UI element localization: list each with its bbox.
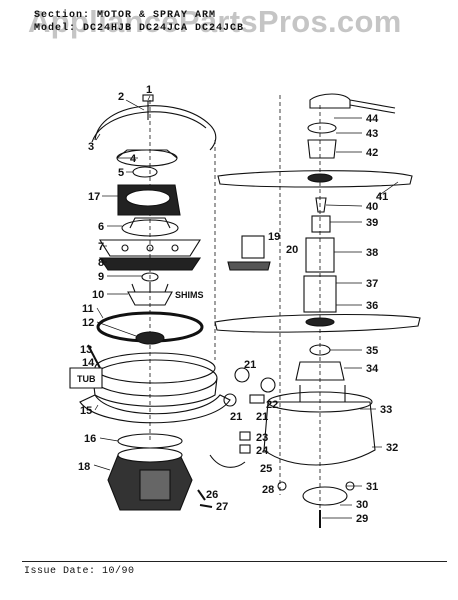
part-21-clip-a bbox=[234, 367, 250, 383]
label-43: 43 bbox=[366, 128, 378, 140]
model-line: Model: DC24HJB DC24JCA DC24JCB bbox=[34, 23, 245, 34]
part-6-hub bbox=[121, 219, 179, 237]
label-11: 11 bbox=[82, 303, 94, 315]
part-14-housing bbox=[94, 352, 216, 384]
label-36: 36 bbox=[366, 300, 378, 312]
part-36-lower-arm bbox=[214, 313, 421, 333]
part-37-tube bbox=[303, 275, 337, 313]
label-8: 8 bbox=[98, 257, 104, 269]
part-21-clip-b bbox=[260, 377, 276, 393]
part-20-pad bbox=[227, 261, 271, 271]
issue-date: Issue Date: 10/90 bbox=[24, 566, 135, 577]
label-33: 33 bbox=[380, 404, 392, 416]
label-2: 2 bbox=[118, 91, 124, 103]
label-23: 23 bbox=[256, 432, 268, 444]
part-34-housing bbox=[295, 361, 345, 381]
label-18: 18 bbox=[78, 461, 90, 473]
label-39: 39 bbox=[366, 217, 378, 229]
label-10: 10 bbox=[92, 289, 104, 301]
label-34: 34 bbox=[366, 363, 379, 375]
label-12: 12 bbox=[82, 317, 94, 329]
part-40-nozzle bbox=[315, 197, 327, 213]
part-19-block bbox=[241, 235, 265, 259]
label-14: 14 bbox=[82, 357, 95, 369]
label-6: 6 bbox=[98, 221, 104, 233]
label-26: 26 bbox=[206, 489, 218, 501]
label-27: 27 bbox=[216, 501, 228, 513]
tub-callout: TUB bbox=[77, 374, 96, 384]
label-35: 35 bbox=[366, 345, 378, 357]
label-13: 13 bbox=[80, 344, 92, 356]
part-9-seal bbox=[141, 272, 159, 282]
label-42: 42 bbox=[366, 147, 378, 159]
part-8-gasket bbox=[98, 257, 202, 271]
part-39-tube bbox=[311, 215, 331, 233]
label-1: 1 bbox=[146, 84, 152, 96]
part-21-clip-c bbox=[223, 393, 237, 407]
part-25-wire bbox=[209, 454, 246, 468]
part-41-upper-arm bbox=[217, 170, 413, 188]
label-28: 28 bbox=[262, 484, 274, 496]
label-44: 44 bbox=[366, 113, 379, 125]
part-28-foot bbox=[277, 481, 287, 491]
part-42-nut bbox=[307, 139, 337, 159]
label-7: 7 bbox=[98, 241, 104, 253]
label-38: 38 bbox=[366, 247, 378, 259]
part-7-plate bbox=[99, 239, 201, 257]
label-30: 30 bbox=[356, 499, 368, 511]
label-37: 37 bbox=[366, 278, 378, 290]
part-23-nut bbox=[239, 431, 251, 441]
label-21c: 21 bbox=[256, 411, 268, 423]
label-40: 40 bbox=[366, 201, 378, 213]
label-17: 17 bbox=[88, 191, 100, 203]
label-21a: 21 bbox=[244, 359, 256, 371]
label-9: 9 bbox=[98, 271, 104, 283]
label-22: 22 bbox=[266, 399, 278, 411]
part-44-fitting bbox=[309, 93, 351, 109]
part-27-screw bbox=[199, 504, 213, 508]
label-21b: 21 bbox=[230, 411, 242, 423]
label-3: 3 bbox=[88, 141, 94, 153]
label-15: 15 bbox=[80, 405, 92, 417]
label-32: 32 bbox=[386, 442, 398, 454]
label-20: 20 bbox=[286, 244, 298, 256]
watermark: AppliancePartsPros.com bbox=[28, 4, 402, 39]
part-13-screw bbox=[87, 344, 101, 369]
label-19: 19 bbox=[268, 231, 280, 243]
section-title: Section: MOTOR & SPRAY ARM bbox=[34, 10, 217, 21]
part-22-clip bbox=[249, 394, 265, 404]
footer-divider bbox=[22, 561, 447, 562]
label-31: 31 bbox=[366, 481, 378, 493]
part-5-gear bbox=[132, 166, 158, 178]
label-29: 29 bbox=[356, 513, 368, 525]
part-12-boot bbox=[135, 331, 165, 345]
part-43-ring bbox=[307, 122, 337, 134]
part-32-pump-body bbox=[263, 401, 376, 466]
part-26-screw bbox=[197, 489, 206, 501]
part-38-tube bbox=[305, 237, 335, 273]
harness-wire bbox=[94, 105, 217, 151]
label-4: 4 bbox=[130, 153, 137, 165]
label-24: 24 bbox=[256, 445, 269, 457]
shims-callout: SHIMS bbox=[175, 290, 204, 300]
part-30-fan bbox=[302, 486, 348, 506]
label-25: 25 bbox=[260, 463, 272, 475]
part-24-nut bbox=[239, 444, 251, 454]
part-15-base bbox=[79, 394, 231, 424]
label-16: 16 bbox=[84, 433, 96, 445]
label-41: 41 bbox=[376, 191, 388, 203]
part-10-impeller bbox=[127, 291, 173, 306]
label-5: 5 bbox=[118, 167, 124, 179]
tub-box bbox=[69, 367, 103, 389]
